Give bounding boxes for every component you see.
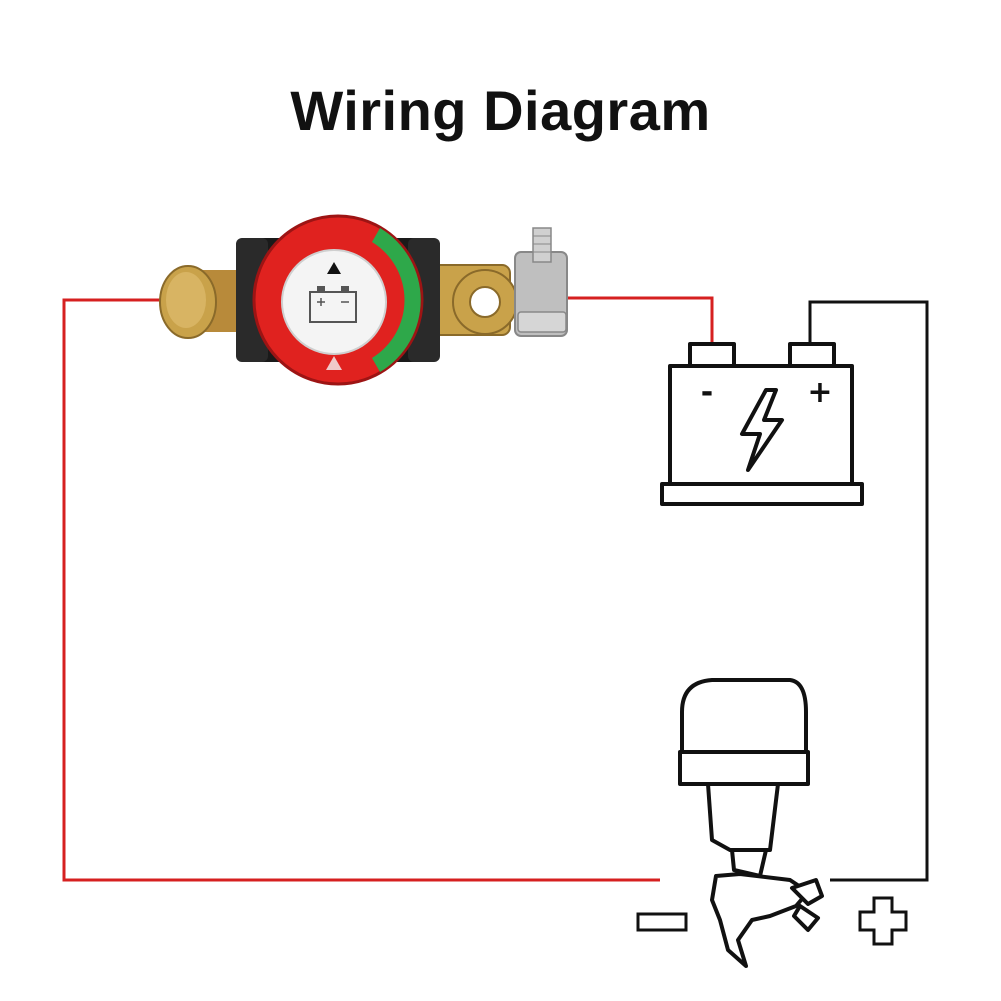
lightning-icon [740,388,784,472]
engine-positive-symbol [858,896,908,946]
left-terminal [159,265,255,339]
red-wire-right [560,296,714,345]
engine-negative-symbol [636,912,688,932]
right-clamp [429,227,568,337]
battery-symbol-icon [309,286,357,323]
red-wire-left [62,298,660,882]
on-indicator [372,228,421,372]
black-wire [808,300,929,882]
battery-negative-label: - [701,375,713,410]
battery-positive-label: + [807,375,832,410]
diagram-title: Wiring Diagram [290,79,711,142]
outboard-engine-icon [678,678,824,968]
battery-switch [159,214,568,386]
battery: - + [660,342,864,506]
pointer-arrow [327,262,341,274]
